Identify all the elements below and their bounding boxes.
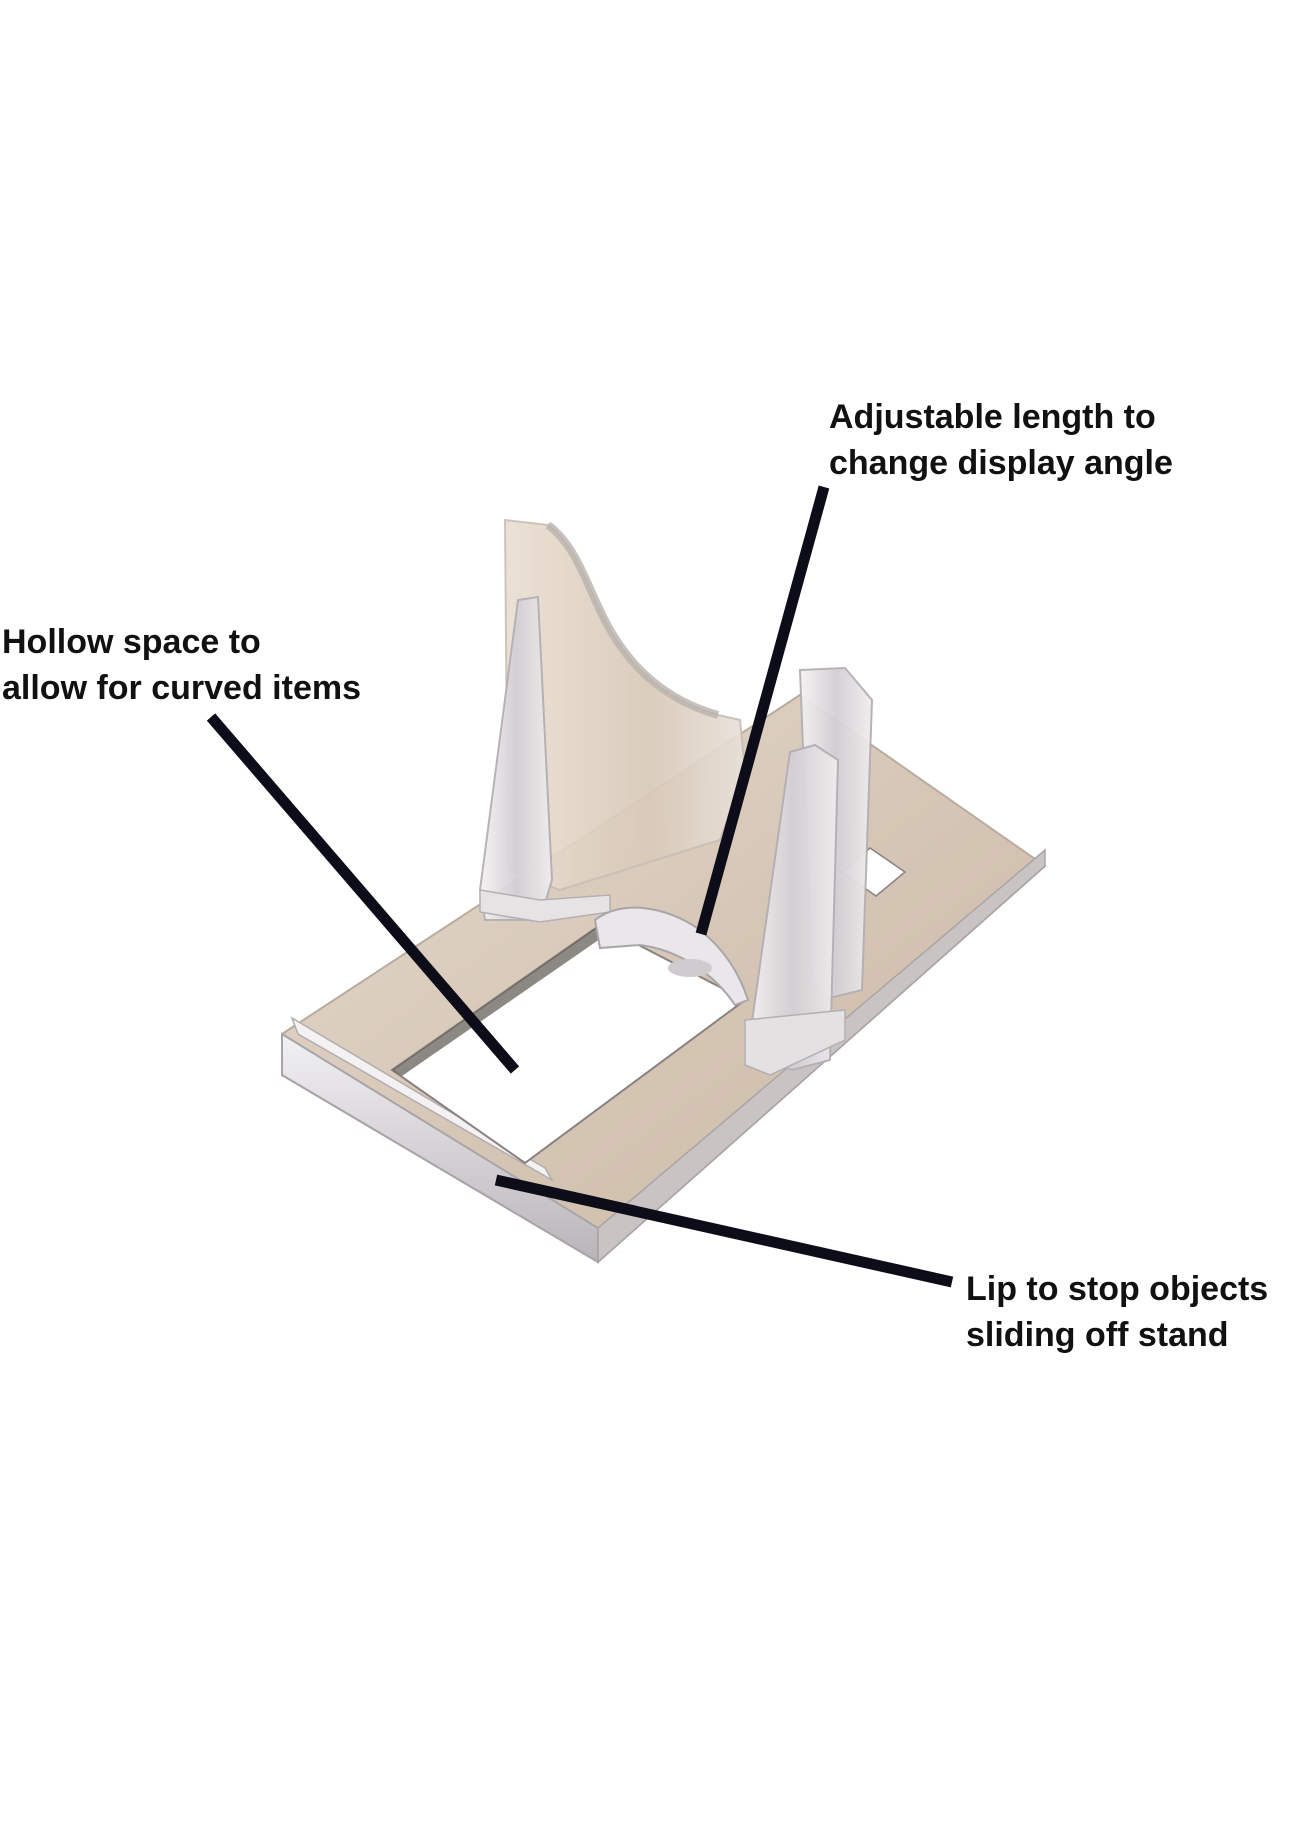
pointer-lines <box>206 485 954 1288</box>
callout-hollow-space: Hollow space to allow for curved items <box>2 619 361 711</box>
callout-adjustable-length: Adjustable length to change display angl… <box>829 394 1173 486</box>
hollow-cutout-shadow <box>392 925 610 1076</box>
callout-adjustable-line2: change display angle <box>829 444 1173 482</box>
callout-hollow-line2: allow for curved items <box>2 669 361 707</box>
pointer-lip <box>494 1174 954 1288</box>
callout-hollow-line1: Hollow space to <box>2 623 261 661</box>
adjuster-slider-body <box>593 906 750 1007</box>
callout-lip-line1: Lip to stop objects <box>966 1270 1269 1308</box>
left-leg <box>478 595 611 923</box>
callout-lip: Lip to stop objects sliding off stand <box>966 1266 1268 1358</box>
adjuster-notch <box>668 959 712 977</box>
right-leg-foot <box>744 1009 846 1076</box>
pointer-hollow <box>206 713 520 1074</box>
pointer-adjustable <box>695 485 830 936</box>
back-support <box>503 518 747 892</box>
callout-lip-line2: sliding off stand <box>966 1316 1229 1354</box>
callout-adjustable-line1: Adjustable length to <box>829 398 1156 436</box>
right-legs <box>744 666 874 1076</box>
cradle-curve-edge <box>545 521 720 719</box>
left-leg-body <box>478 595 554 921</box>
adjuster-slider <box>593 906 750 1007</box>
